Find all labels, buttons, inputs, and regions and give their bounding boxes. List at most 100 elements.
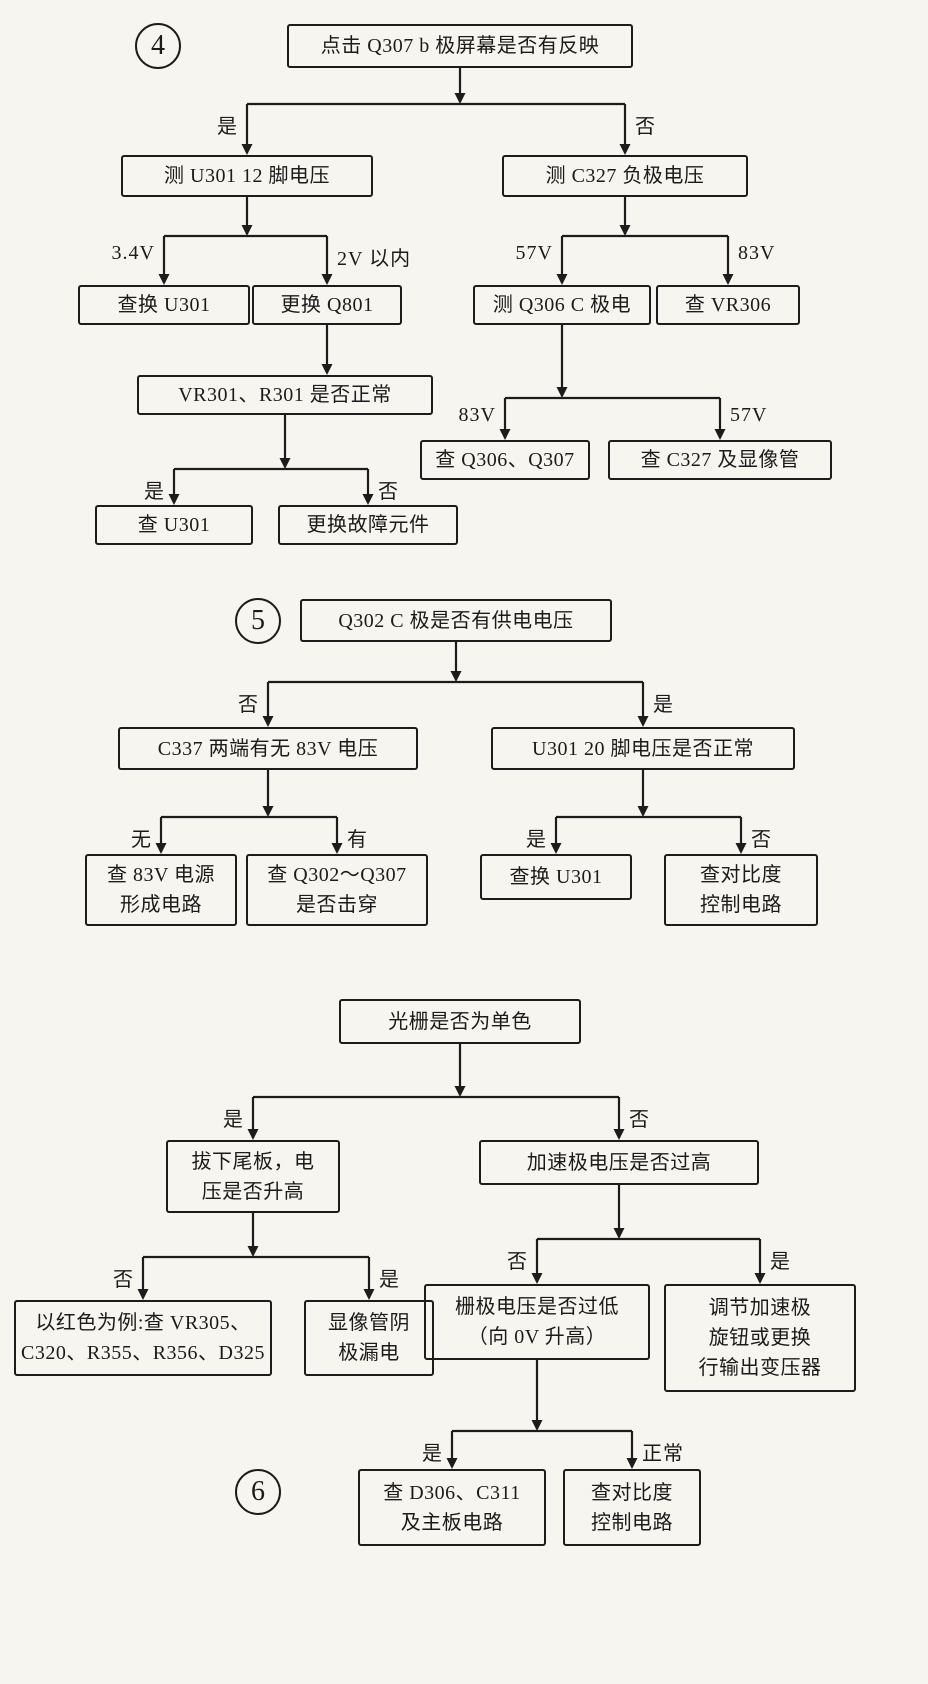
- edge-label: 正常: [642, 1443, 684, 1465]
- node-text: U301 20 脚电压是否正常: [532, 737, 754, 760]
- arrowhead-icon: [137, 1289, 149, 1300]
- arrowhead-icon: [363, 1289, 375, 1300]
- node-text: 拔下尾板，电: [191, 1150, 315, 1173]
- flow-node-q5_root: Q302 C 极是否有供电电压: [300, 599, 612, 642]
- flow-node-q5_q302: 查 Q302～Q307 是否击穿: [246, 854, 428, 926]
- flow-node-q6_jiasu: 加速极电压是否过高: [479, 1140, 759, 1185]
- flow-node-q4_cha_u301: 查 U301: [95, 505, 253, 545]
- node-text: 形成电路: [120, 894, 202, 916]
- arrowhead-icon: [279, 458, 291, 469]
- arrowhead-icon: [331, 843, 343, 854]
- node-text: 压是否升高: [201, 1180, 305, 1203]
- node-text: 测 Q306 C 极电: [492, 294, 632, 316]
- node-text: 测 U301 12 脚电压: [164, 165, 330, 187]
- arrowhead-icon: [613, 1228, 625, 1239]
- arrowhead-icon: [619, 225, 631, 236]
- node-text: 点击 Q307 b 极屏幕是否有反映: [320, 35, 600, 57]
- edge-label: 3.4V: [111, 242, 155, 264]
- node-text: VR301、R301 是否正常: [178, 384, 392, 406]
- flow-node-q4_rep_fault: 更换故障元件: [278, 505, 458, 545]
- node-text: 调节加速极: [708, 1297, 812, 1319]
- node-text: 栅极电压是否过低: [455, 1296, 619, 1318]
- node-text: C320、R355、R356、D325: [21, 1342, 265, 1364]
- flow-node-q6_red: 以红色为例:查 VR305、 C320、R355、R356、D325: [14, 1300, 272, 1376]
- node-text: 查 83V 电源: [106, 864, 216, 886]
- node-text: 查 U301: [137, 514, 211, 536]
- arrowhead-icon: [247, 1246, 259, 1257]
- edge-label: 是: [144, 481, 165, 503]
- arrowhead-icon: [262, 716, 274, 727]
- arrowhead-icon: [531, 1273, 543, 1284]
- arrowhead-icon: [450, 671, 462, 682]
- node-text: 查对比度: [591, 1481, 673, 1504]
- arrowhead-icon: [754, 1273, 766, 1284]
- edge-label: 是: [379, 1269, 400, 1291]
- node-text: 行输出变压器: [698, 1357, 822, 1379]
- arrowhead-icon: [321, 274, 333, 285]
- node-text: 控制电路: [700, 894, 782, 916]
- edge-label: 是: [217, 116, 238, 138]
- flow-node-q6_weiban: 拔下尾板，电压是否升高: [166, 1140, 340, 1213]
- node-text: 控制电路: [591, 1511, 673, 1534]
- flow-node-q5_c337: C337 两端有无 83V 电压: [118, 727, 418, 770]
- flow-node-q4_u301: 测 U301 12 脚电压: [121, 155, 373, 197]
- edge-label: 否: [113, 1269, 134, 1291]
- node-text: （向 0V 升高）: [467, 1326, 607, 1348]
- node-text: C337 两端有无 83V 电压: [157, 737, 379, 760]
- flow-node-q4_chk_q306: 查 Q306、Q307: [420, 440, 590, 480]
- arrowhead-icon: [168, 494, 180, 505]
- arrowhead-icon: [454, 93, 466, 104]
- edge-label: 无: [131, 829, 152, 851]
- arrowhead-icon: [247, 1129, 259, 1140]
- node-text: 显像管阴: [328, 1312, 410, 1334]
- edge-label: 有: [347, 829, 368, 851]
- edge-label: 57V: [515, 242, 553, 264]
- arrowhead-icon: [735, 843, 747, 854]
- node-text: 以红色为例:查 VR305、: [35, 1312, 251, 1334]
- arrowhead-icon: [446, 1458, 458, 1469]
- node-text: 查 VR306: [684, 294, 772, 316]
- flow-node-q4_vr306: 查 VR306: [656, 285, 800, 325]
- arrowhead-icon: [262, 806, 274, 817]
- flow-node-q6_tiaojie: 调节加速极旋钮或更换行输出变压器: [664, 1284, 856, 1392]
- node-text: 更换 Q801: [280, 294, 374, 316]
- edge-label: 否: [238, 694, 259, 716]
- flow-node-q5_chk83: 查 83V 电源形成电路: [85, 854, 237, 926]
- flow-node-q4_chk_u301: 查换 U301: [78, 285, 250, 325]
- node-text: 查 C327 及显像管: [640, 449, 800, 471]
- edge-label: 否: [507, 1251, 528, 1273]
- arrowhead-icon: [454, 1086, 466, 1097]
- edge-label: 是: [653, 694, 674, 716]
- node-text: 及主板电路: [400, 1511, 504, 1534]
- arrowhead-icon: [619, 144, 631, 155]
- edge-label: 57V: [730, 404, 768, 426]
- arrowhead-icon: [499, 429, 511, 440]
- flow-node-q4_q306: 测 Q306 C 极电: [473, 285, 651, 325]
- edge-label: 否: [378, 481, 399, 503]
- section-number-badge: 5: [235, 598, 281, 644]
- arrowhead-icon: [158, 274, 170, 285]
- node-text: 更换故障元件: [306, 514, 430, 536]
- node-text: 查换 U301: [509, 866, 603, 888]
- section-number-badge: 4: [135, 23, 181, 69]
- flow-node-q6_crt: 显像管阴极漏电: [304, 1300, 434, 1376]
- flow-node-q6_shanji: 栅极电压是否过低 （向 0V 升高）: [424, 1284, 650, 1360]
- edge-label: 2V 以内: [337, 248, 412, 270]
- arrowhead-icon: [241, 144, 253, 155]
- arrowhead-icon: [531, 1420, 543, 1431]
- node-text: 是否击穿: [296, 894, 378, 916]
- arrowhead-icon: [556, 274, 568, 285]
- node-text: 查 D306、C311: [383, 1481, 521, 1504]
- edge-label: 是: [223, 1109, 244, 1131]
- edge-label: 是: [526, 829, 547, 851]
- edge-label: 否: [751, 829, 772, 851]
- node-text: 光栅是否为单色: [388, 1010, 532, 1033]
- node-text: 查 Q302～Q307: [267, 864, 407, 886]
- flow-node-q4_vr301: VR301、R301 是否正常: [137, 375, 433, 415]
- flow-node-q4_chk_c327: 查 C327 及显像管: [608, 440, 832, 480]
- edge-label: 83V: [458, 404, 496, 426]
- section-number-badge: 6: [235, 1469, 281, 1515]
- arrowhead-icon: [613, 1129, 625, 1140]
- flow-node-q5_u301: U301 20 脚电压是否正常: [491, 727, 795, 770]
